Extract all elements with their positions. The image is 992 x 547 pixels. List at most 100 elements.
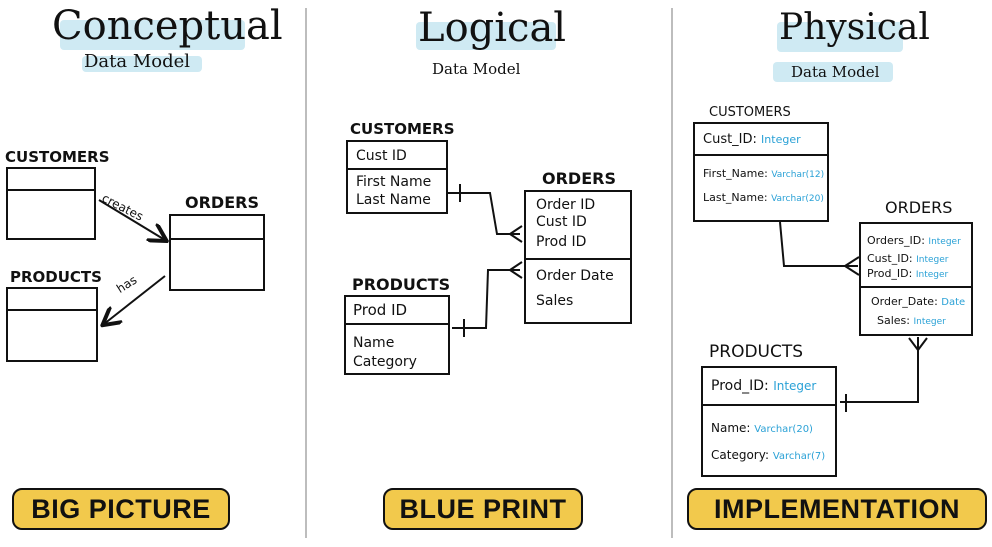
divider-right: [671, 8, 673, 538]
order-id-field: Order ID: [536, 197, 596, 213]
name-field: Name: [353, 335, 395, 351]
has-arrow: [104, 275, 166, 324]
products-label: PRODUCTS: [352, 275, 451, 294]
field-name: First_Name: [703, 167, 765, 180]
field-name: Name: [711, 421, 747, 435]
first-name-field: First Name: [356, 174, 432, 190]
customers-entity: [6, 167, 96, 240]
implementation-button[interactable]: IMPLEMENTATION: [687, 488, 987, 530]
conceptual-subtitle: Data Model: [84, 51, 191, 72]
products-orders-line: [452, 269, 520, 329]
prod-id-field: Prod_ID: Integer: [711, 378, 817, 394]
cust-id-field: Cust ID: [356, 148, 407, 164]
entity-separator: [695, 154, 827, 156]
entity-separator: [8, 189, 94, 191]
orders-entity: [169, 214, 265, 291]
sales-field: Sales: [536, 293, 574, 309]
products-entity: [6, 287, 98, 362]
field-type: Integer: [913, 317, 946, 327]
customers-entity: Cust_ID: Integer First_Name: Varchar(12)…: [693, 122, 829, 222]
crowfoot-marker: [844, 256, 860, 276]
orders-label: ORDERS: [542, 169, 616, 188]
crowfoot-marker: [509, 225, 523, 243]
orders-label: ORDERS: [885, 198, 953, 217]
crowfoot-marker: [908, 337, 928, 351]
entity-separator: [703, 404, 835, 406]
subtitle-highlight: [773, 62, 893, 82]
logical-title: Logical: [418, 5, 567, 51]
orders-products-line: [840, 337, 919, 403]
customers-label: CUSTOMERS: [5, 148, 110, 166]
prod-id-field: Prod_ID: Integer: [867, 267, 949, 280]
subtitle-highlight: [82, 56, 202, 72]
entity-separator: [348, 168, 446, 170]
last-name-field: Last Name: [356, 192, 431, 208]
customers-orders-line: [448, 192, 520, 235]
order-date-field: Order Date: [536, 268, 614, 284]
cust-id-field: Cust_ID: Integer: [703, 132, 801, 147]
field-type: Integer: [928, 237, 961, 247]
customers-label: CUSTOMERS: [709, 105, 791, 120]
products-label: PRODUCTS: [709, 342, 804, 362]
cust-id-field: Cust_ID: Integer: [867, 252, 949, 265]
category-field: Category: Varchar(7): [711, 448, 826, 462]
field-type: Integer: [773, 379, 817, 393]
field-name: Orders_ID: [867, 234, 922, 247]
field-type: Integer: [916, 255, 949, 265]
conceptual-panel: Conceptual Data Model CUSTOMERS PRODUCTS…: [0, 0, 305, 547]
field-name: Sales: [877, 314, 907, 327]
entity-separator: [346, 323, 448, 325]
field-type: Varchar(20): [771, 194, 824, 204]
blue-print-button[interactable]: BLUE PRINT: [383, 488, 583, 530]
products-entity: Prod_ID: Integer Name: Varchar(20) Categ…: [701, 366, 837, 477]
big-picture-button[interactable]: BIG PICTURE: [12, 488, 230, 530]
physical-title: Physical: [779, 7, 930, 48]
field-name: Cust_ID: [703, 132, 753, 147]
orders-entity: Orders_ID: Integer Cust_ID: Integer Prod…: [859, 222, 973, 336]
conceptual-title: Conceptual: [52, 3, 283, 49]
orders-id-field: Orders_ID: Integer: [867, 234, 961, 247]
customers-orders-line: [779, 221, 858, 267]
customers-label: CUSTOMERS: [350, 120, 455, 138]
creates-arrow: [98, 199, 165, 240]
field-name: Order_Date: [871, 295, 935, 308]
name-field: Name: Varchar(20): [711, 421, 813, 435]
field-type: Date: [941, 297, 966, 308]
field-name: Prod_ID: [711, 378, 765, 394]
crowfoot-marker: [509, 261, 523, 279]
entity-separator: [171, 238, 263, 240]
logical-subtitle: Data Model: [432, 60, 521, 78]
field-type: Varchar(20): [754, 424, 813, 435]
customers-entity: Cust ID First Name Last Name: [346, 140, 448, 214]
field-type: Varchar(7): [772, 451, 826, 462]
prod-id-field: Prod ID: [353, 301, 408, 319]
field-name: Category: [711, 448, 765, 462]
field-type: Integer: [761, 133, 801, 146]
entity-separator: [8, 309, 96, 311]
prod-id-field: Prod ID: [536, 234, 587, 250]
field-type: Varchar(12): [771, 170, 825, 180]
products-label: PRODUCTS: [10, 268, 102, 286]
category-field: Category: [353, 354, 417, 370]
orders-entity: Order ID Cust ID Prod ID Order Date Sale…: [524, 190, 632, 324]
divider-left: [305, 8, 307, 538]
title-highlight: [416, 22, 556, 50]
field-type: Integer: [915, 270, 949, 280]
title-highlight: [60, 20, 245, 50]
entity-separator: [526, 258, 630, 260]
field-name: Cust_ID: [867, 252, 909, 265]
order-date-field: Order_Date: Date: [871, 295, 966, 308]
physical-panel: Physical Data Model CUSTOMERS Cust_ID: I…: [673, 0, 992, 547]
products-entity: Prod ID Name Category: [344, 295, 450, 375]
title-highlight: [777, 22, 903, 52]
cust-id-field: Cust ID: [536, 214, 587, 230]
field-name: Prod_ID: [867, 267, 909, 280]
physical-subtitle: Data Model: [791, 63, 880, 81]
orders-label: ORDERS: [185, 193, 259, 212]
logical-panel: Logical Data Model CUSTOMERS Cust ID Fir…: [306, 0, 671, 547]
first-name-field: First_Name: Varchar(12): [703, 167, 825, 180]
last-name-field: Last_Name: Varchar(20): [703, 191, 824, 204]
field-name: Last_Name: [703, 191, 764, 204]
entity-separator: [861, 286, 971, 288]
